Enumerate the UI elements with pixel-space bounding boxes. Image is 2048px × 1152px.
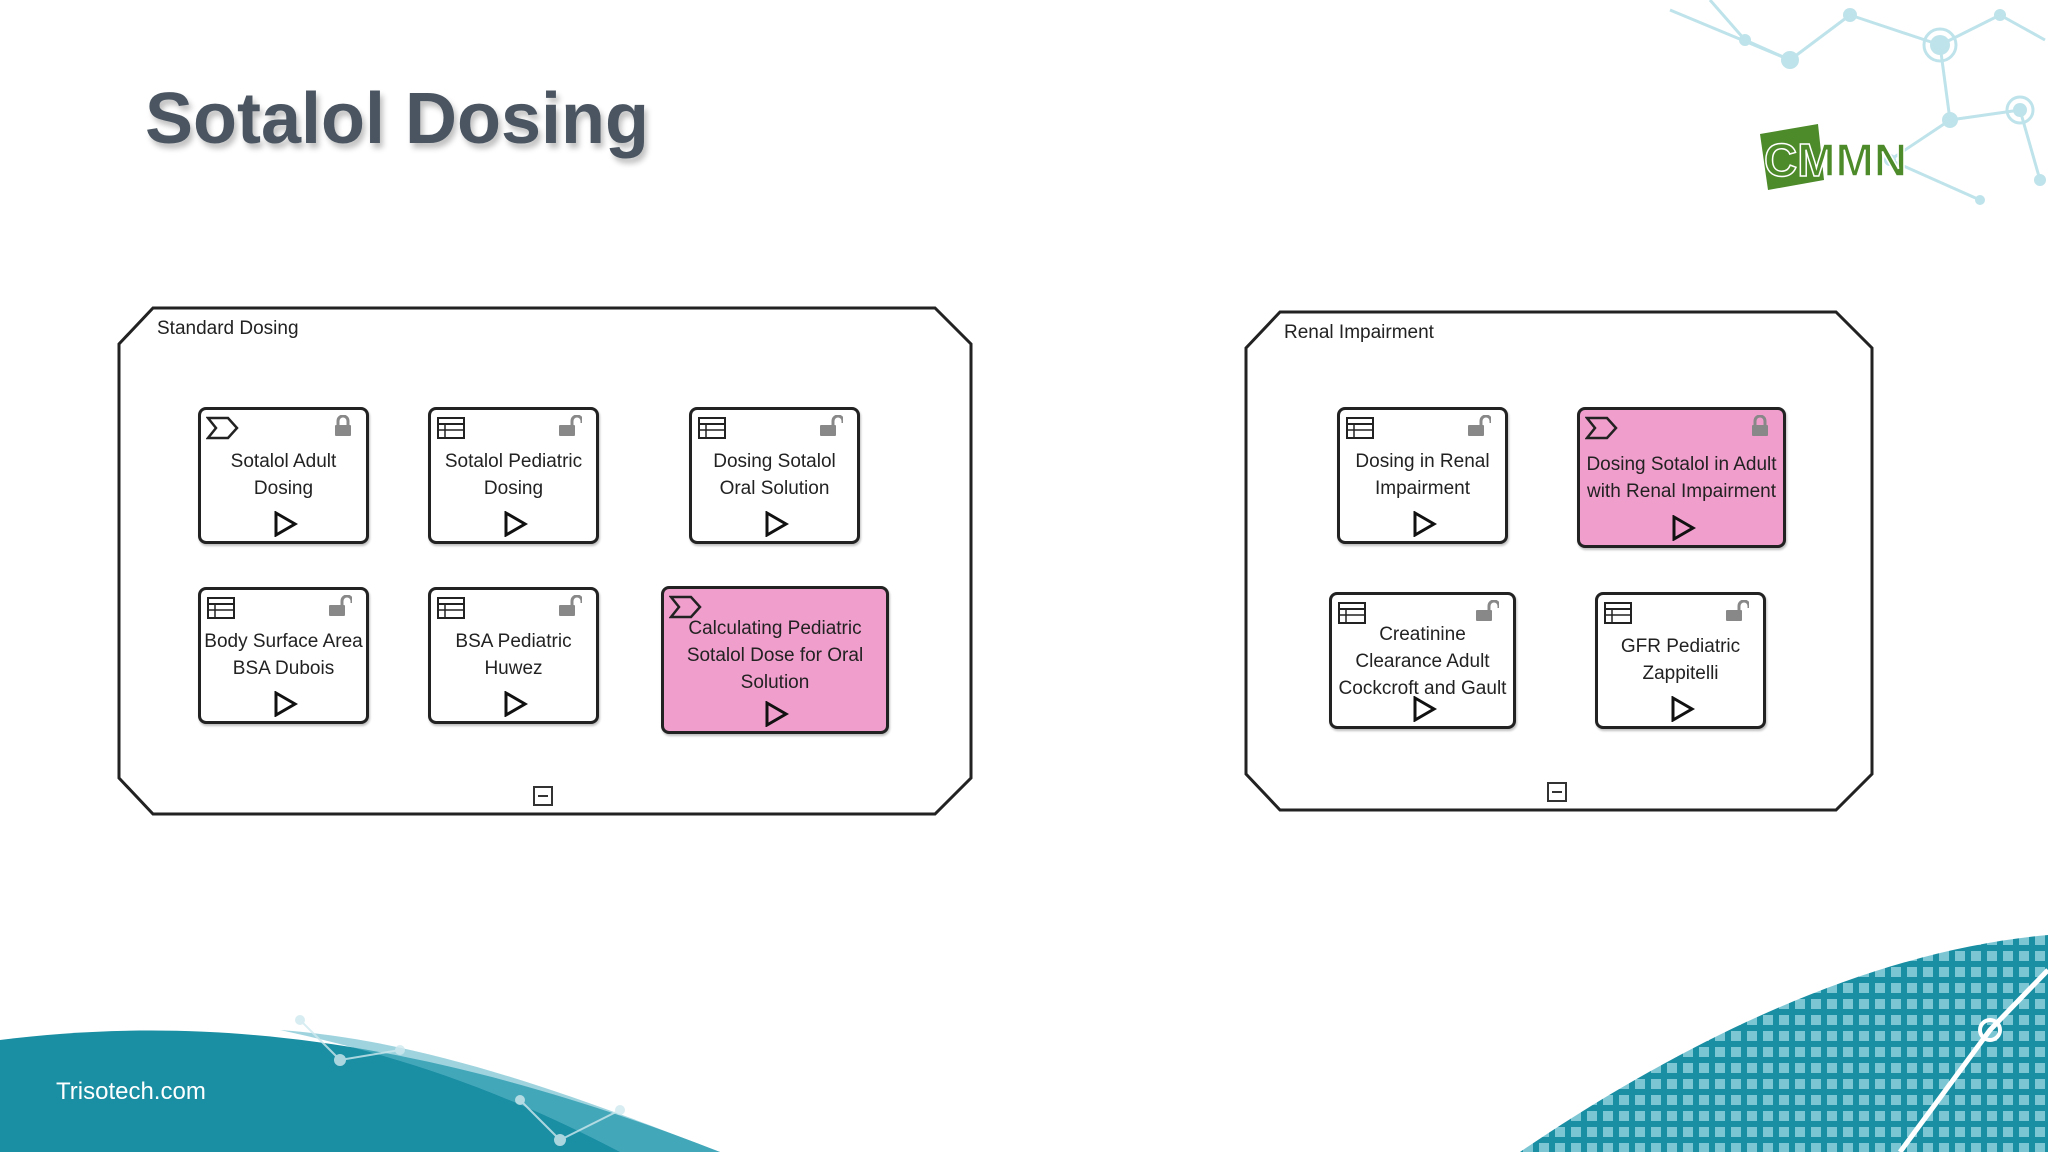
unlocked-icon bbox=[559, 415, 582, 436]
unlocked-icon bbox=[1476, 600, 1499, 621]
unlocked-icon bbox=[820, 415, 843, 436]
unlocked-icon bbox=[329, 595, 352, 616]
stage-frame bbox=[1244, 310, 1874, 812]
unlocked-icon bbox=[559, 595, 582, 616]
task-sotalol-adult-dosing[interactable]: Sotalol Adult Dosing bbox=[198, 407, 369, 544]
play-icon[interactable] bbox=[763, 511, 789, 537]
task-label: Sotalol Adult Dosing bbox=[230, 451, 337, 499]
stage-label: Renal Impairment bbox=[1284, 322, 1434, 343]
play-icon[interactable] bbox=[272, 511, 298, 537]
collapse-toggle-icon[interactable] bbox=[533, 786, 553, 806]
cmmn-logo: CMMN bbox=[1760, 124, 1908, 190]
decision-table-icon bbox=[437, 417, 465, 439]
stage-label: Standard Dosing bbox=[157, 318, 299, 339]
task-sotalol-pediatric-dosing[interactable]: Sotalol Pediatric Dosing bbox=[428, 407, 599, 544]
play-icon[interactable] bbox=[1670, 515, 1696, 541]
stage-renal-impairment[interactable]: Renal Impairment Dosing in Renal Impairm… bbox=[1244, 310, 1874, 812]
footer-website: Trisotech.com bbox=[56, 1078, 206, 1105]
task-body-surface-area-bsa-dubois[interactable]: Body Surface Area BSA Dubois bbox=[198, 587, 369, 724]
locked-icon bbox=[335, 415, 351, 436]
task-dosing-sotalol-oral-solution[interactable]: Dosing Sotalol Oral Solution bbox=[689, 407, 860, 544]
process-chevron-icon bbox=[1585, 416, 1618, 440]
play-icon[interactable] bbox=[1411, 696, 1437, 722]
play-icon[interactable] bbox=[1669, 696, 1695, 722]
process-chevron-icon bbox=[669, 595, 702, 619]
decision-table-icon bbox=[207, 597, 235, 619]
stage-frame bbox=[117, 306, 973, 816]
footer-band-decoration bbox=[0, 935, 2048, 1152]
decision-table-icon bbox=[1604, 602, 1632, 624]
task-label: BSA Pediatric Huwez bbox=[455, 631, 572, 679]
task-calculating-pediatric-sotalol-dose[interactable]: Calculating Pediatric Sotalol Dose for O… bbox=[661, 586, 889, 734]
task-label: Creatinine Clearance Adult Cockcroft and… bbox=[1338, 624, 1507, 699]
play-icon[interactable] bbox=[763, 701, 789, 727]
task-gfr-pediatric-zappitelli[interactable]: GFR Pediatric Zappitelli bbox=[1595, 592, 1766, 729]
play-icon[interactable] bbox=[1411, 511, 1437, 537]
task-creatinine-clearance-adult[interactable]: Creatinine Clearance Adult Cockcroft and… bbox=[1329, 592, 1516, 729]
decision-table-icon bbox=[1338, 602, 1366, 624]
process-chevron-icon bbox=[206, 416, 239, 440]
collapse-toggle-icon[interactable] bbox=[1547, 782, 1567, 802]
slide-title: Sotalol Dosing bbox=[145, 79, 649, 159]
stage-standard-dosing[interactable]: Standard Dosing Sotalol Adult Dosing Sot… bbox=[117, 306, 973, 816]
locked-icon bbox=[1752, 415, 1768, 436]
task-label: GFR Pediatric Zappitelli bbox=[1620, 636, 1741, 684]
task-label: Dosing in Renal Impairment bbox=[1355, 451, 1490, 499]
decision-table-icon bbox=[437, 597, 465, 619]
task-label: Sotalol Pediatric Dosing bbox=[444, 451, 583, 499]
play-icon[interactable] bbox=[272, 691, 298, 717]
play-icon[interactable] bbox=[502, 691, 528, 717]
task-dosing-sotalol-adult-renal-impairment[interactable]: Dosing Sotalol in Adult with Renal Impai… bbox=[1577, 407, 1786, 548]
task-bsa-pediatric-huwez[interactable]: BSA Pediatric Huwez bbox=[428, 587, 599, 724]
decision-table-icon bbox=[698, 417, 726, 439]
task-label: Dosing Sotalol in Adult with Renal Impai… bbox=[1586, 454, 1777, 502]
task-label: Calculating Pediatric Sotalol Dose for O… bbox=[686, 618, 864, 693]
decision-table-icon bbox=[1346, 417, 1374, 439]
task-dosing-in-renal-impairment[interactable]: Dosing in Renal Impairment bbox=[1337, 407, 1508, 544]
svg-text:CMMN: CMMN bbox=[1764, 134, 1907, 186]
task-label: Dosing Sotalol Oral Solution bbox=[713, 451, 836, 499]
unlocked-icon bbox=[1468, 415, 1491, 436]
unlocked-icon bbox=[1726, 600, 1749, 621]
play-icon[interactable] bbox=[502, 511, 528, 537]
network-decoration-top bbox=[1669, 0, 2046, 205]
task-label: Body Surface Area BSA Dubois bbox=[204, 631, 363, 679]
